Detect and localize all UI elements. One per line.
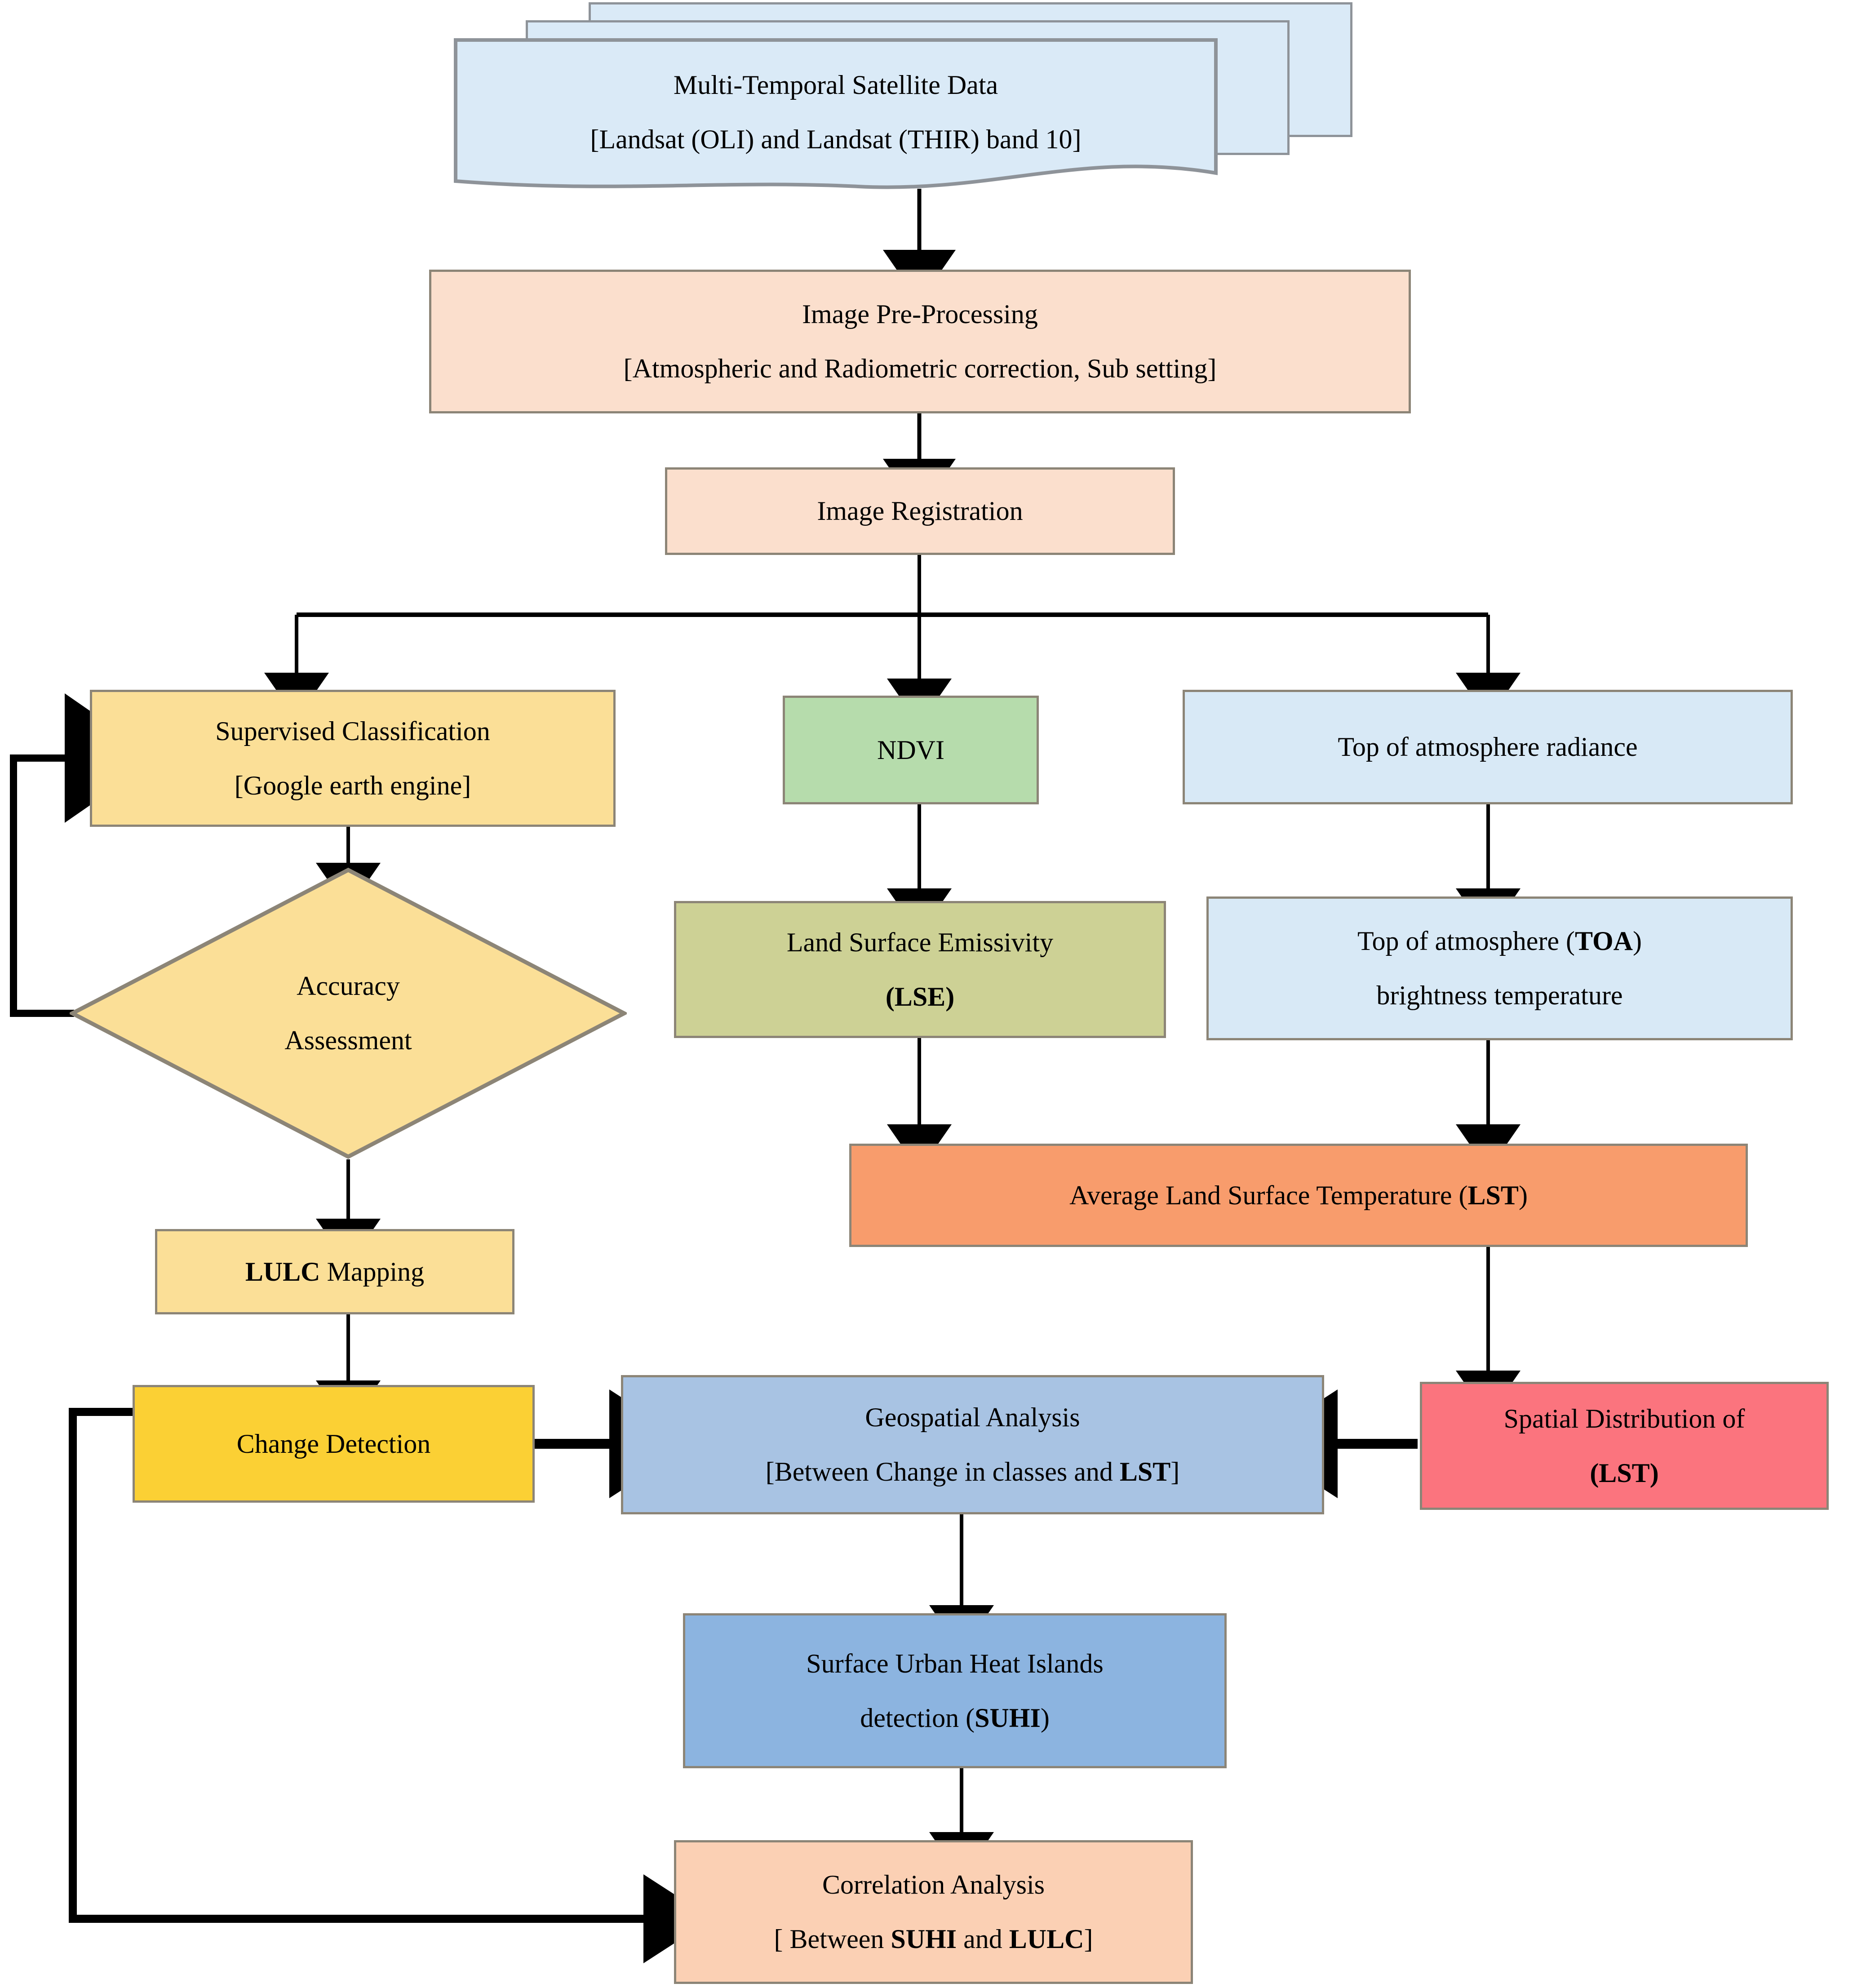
lse-line1: Land Surface Emissivity bbox=[786, 927, 1054, 957]
edge-accuracy-feedback-to-supervised bbox=[10, 693, 158, 1017]
correlation-line1: Correlation Analysis bbox=[822, 1870, 1045, 1899]
node-suhi-detection[interactable]: Surface Urban Heat Islands detection (SU… bbox=[683, 1613, 1227, 1768]
suhi-line1: Surface Urban Heat Islands bbox=[806, 1648, 1104, 1678]
doc-sheet-front: Multi-Temporal Satellite Data [Landsat (… bbox=[454, 38, 1218, 191]
satellite-data-line1: Multi-Temporal Satellite Data bbox=[673, 70, 998, 100]
toa-radiance-label: Top of atmosphere radiance bbox=[1338, 732, 1638, 762]
node-supervised-classification[interactable]: Supervised Classification [Google earth … bbox=[90, 690, 616, 827]
accuracy-assessment-line1: Accuracy bbox=[297, 971, 400, 1001]
image-registration-label: Image Registration bbox=[817, 496, 1023, 526]
supervised-classification-line2: [Google earth engine] bbox=[234, 770, 471, 800]
diamond-shape bbox=[70, 867, 627, 1159]
spatial-dist-line1: Spatial Distribution of bbox=[1503, 1403, 1745, 1433]
geospatial-line2: [Between Change in classes and LST] bbox=[765, 1457, 1180, 1487]
toa-bt-line1: Top of atmosphere (TOA) bbox=[1357, 926, 1642, 956]
satellite-data-line2: [Landsat (OLI) and Landsat (THIR) band 1… bbox=[590, 124, 1082, 154]
node-land-surface-emissivity[interactable]: Land Surface Emissivity (LSE) bbox=[674, 901, 1166, 1038]
toa-bt-line2: brightness temperature bbox=[1376, 981, 1623, 1010]
node-image-registration[interactable]: Image Registration bbox=[665, 467, 1175, 555]
lse-line2: (LSE) bbox=[885, 981, 955, 1012]
node-toa-brightness-temperature[interactable]: Top of atmosphere (TOA) brightness tempe… bbox=[1206, 896, 1793, 1040]
ndvi-label: NDVI bbox=[877, 735, 944, 765]
node-image-pre-processing[interactable]: Image Pre-Processing [Atmospheric and Ra… bbox=[429, 270, 1411, 413]
accuracy-assessment-line2: Assessment bbox=[284, 1025, 412, 1055]
suhi-line2: detection (SUHI) bbox=[860, 1703, 1050, 1733]
change-detection-label: Change Detection bbox=[236, 1429, 431, 1459]
node-correlation-analysis[interactable]: Correlation Analysis [ Between SUHI and … bbox=[674, 1840, 1193, 1984]
node-spatial-distribution-lst[interactable]: Spatial Distribution of (LST) bbox=[1420, 1382, 1829, 1510]
geospatial-line1: Geospatial Analysis bbox=[865, 1402, 1080, 1432]
pre-processing-line1: Image Pre-Processing bbox=[802, 299, 1038, 329]
node-toa-radiance[interactable]: Top of atmosphere radiance bbox=[1183, 690, 1793, 804]
node-ndvi[interactable]: NDVI bbox=[783, 696, 1039, 804]
spatial-dist-line2: (LST) bbox=[1590, 1458, 1659, 1488]
node-change-detection[interactable]: Change Detection bbox=[133, 1385, 535, 1503]
node-satellite-data[interactable]: Multi-Temporal Satellite Data [Landsat (… bbox=[454, 2, 1352, 191]
lulc-mapping-label: LULC Mapping bbox=[245, 1256, 425, 1287]
node-lulc-mapping[interactable]: LULC Mapping bbox=[155, 1229, 514, 1314]
supervised-classification-line1: Supervised Classification bbox=[215, 716, 490, 746]
node-accuracy-assessment[interactable]: Accuracy Assessment bbox=[70, 867, 627, 1159]
node-geospatial-analysis[interactable]: Geospatial Analysis [Between Change in c… bbox=[621, 1375, 1324, 1514]
node-average-lst[interactable]: Average Land Surface Temperature (LST) bbox=[849, 1144, 1748, 1247]
correlation-line2: [ Between SUHI and LULC] bbox=[774, 1924, 1093, 1954]
pre-processing-line2: [Atmospheric and Radiometric correction,… bbox=[623, 354, 1217, 383]
average-lst-label: Average Land Surface Temperature (LST) bbox=[1069, 1180, 1528, 1210]
